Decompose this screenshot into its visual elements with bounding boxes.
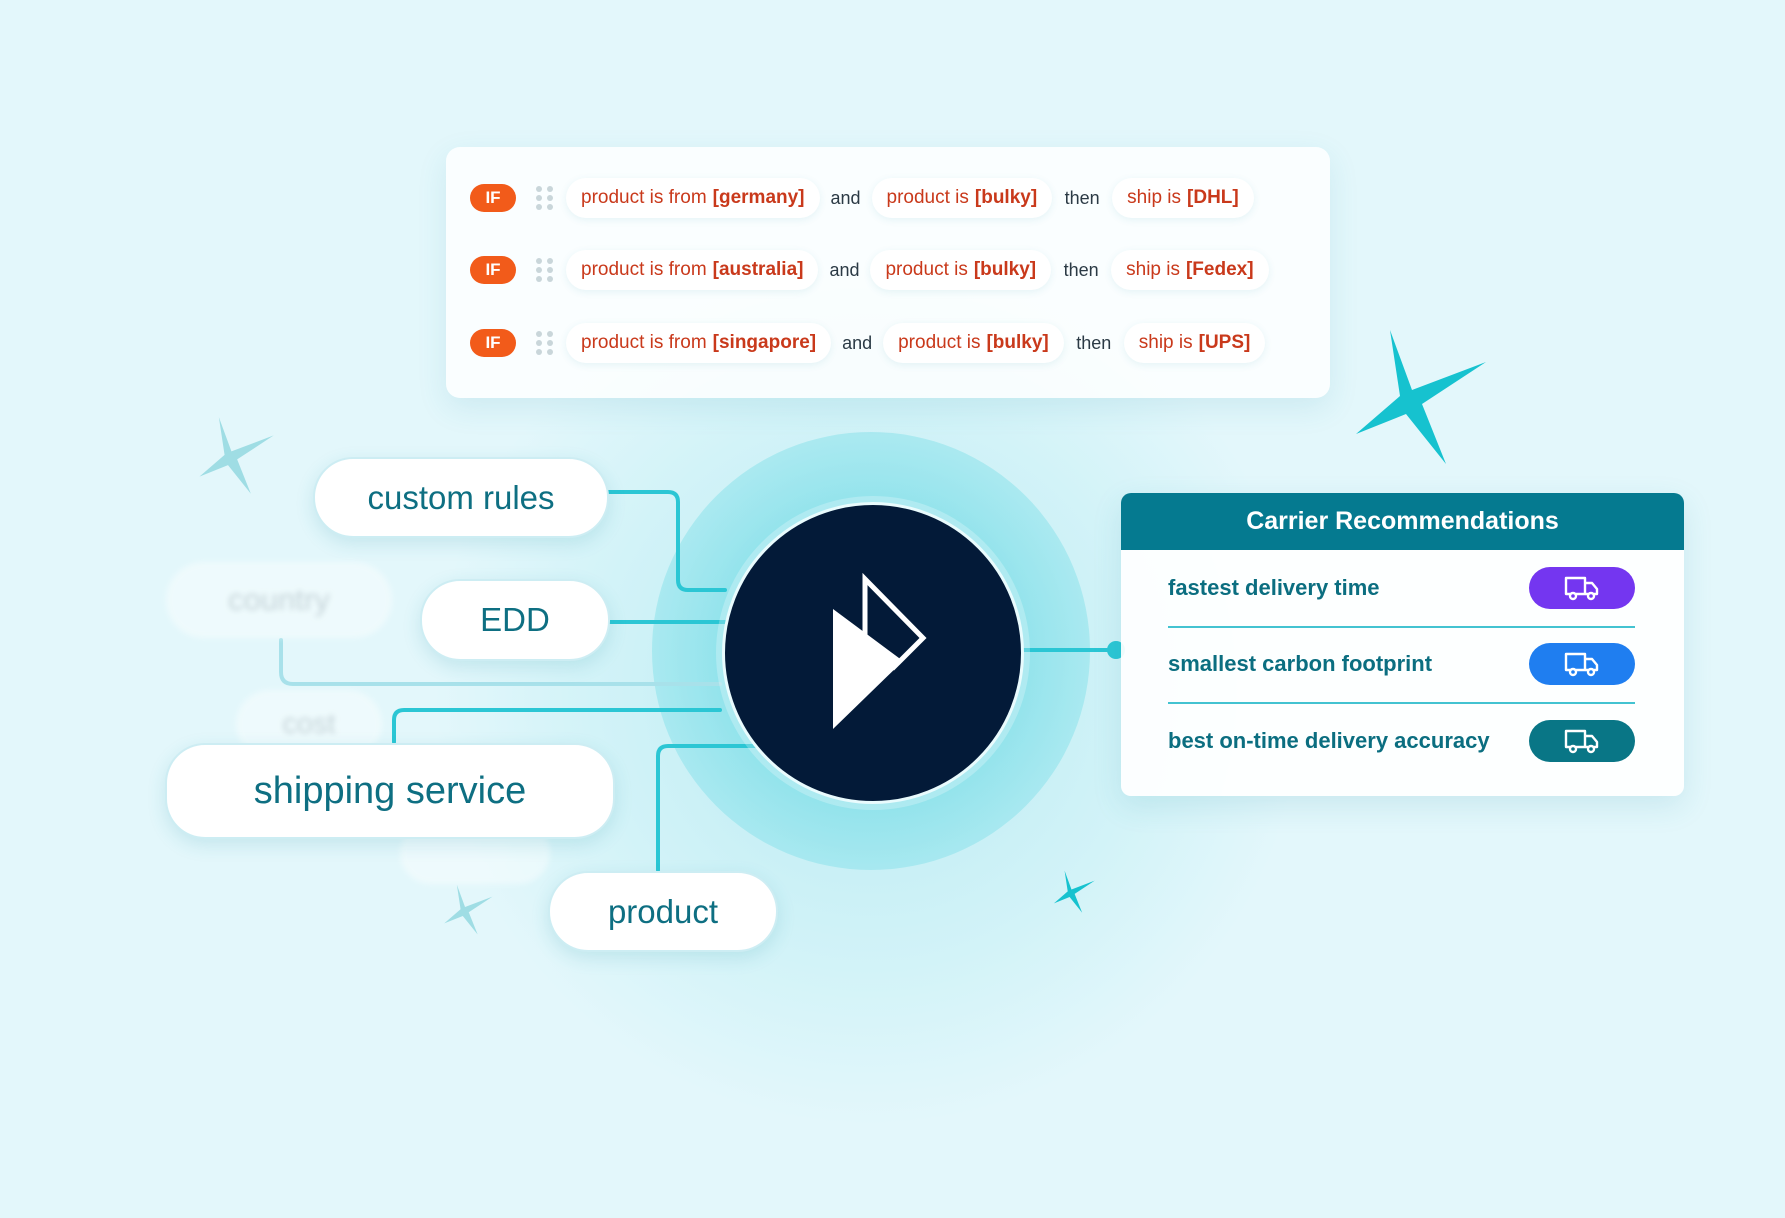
action-value: [DHL] — [1187, 187, 1239, 208]
if-badge: IF — [470, 184, 516, 212]
sparkle-icon — [444, 884, 493, 935]
rule-condition-1[interactable]: product is from[germany] — [566, 178, 820, 218]
engine-hub — [722, 502, 1024, 804]
condition-value: [australia] — [712, 259, 804, 280]
rule-condition-2[interactable]: product is[bulky] — [883, 323, 1064, 363]
line-shipping-service — [392, 708, 722, 744]
rule-condition-2[interactable]: product is[bulky] — [871, 178, 1053, 218]
rule-then: then — [1076, 332, 1112, 353]
node-shipping-service[interactable]: shipping service — [165, 743, 615, 839]
drag-handle-icon[interactable] — [536, 331, 554, 355]
rule-then: then — [1063, 259, 1099, 280]
if-badge: IF — [470, 256, 516, 284]
sparkle-icon — [1053, 870, 1095, 913]
card-title: Carrier Recommendations — [1121, 493, 1684, 550]
rule-condition-1[interactable]: product is from[singapore] — [566, 323, 832, 363]
drag-handle-icon[interactable] — [536, 186, 554, 210]
rule-then: then — [1064, 187, 1100, 208]
condition-value: [germany] — [712, 187, 805, 208]
node-product[interactable]: product — [548, 871, 778, 952]
condition-text: product is from — [581, 259, 707, 280]
condition-text: product is — [886, 187, 969, 208]
rule-condition-1[interactable]: product is from[australia] — [566, 250, 819, 290]
action-text: ship is — [1126, 259, 1180, 280]
line-custom-rules — [604, 490, 727, 592]
node-country: country — [166, 562, 392, 638]
connector-dot — [1107, 641, 1125, 659]
recommendation-row[interactable]: fastest delivery time — [1168, 550, 1635, 628]
truck-button[interactable] — [1529, 567, 1635, 609]
rule-action[interactable]: ship is[Fedex] — [1111, 250, 1269, 290]
recommendation-label: best on-time delivery accuracy — [1168, 728, 1490, 753]
recommendation-label: smallest carbon footprint — [1168, 651, 1433, 676]
node-custom-rules[interactable]: custom rules — [313, 457, 609, 538]
condition-text: product is from — [581, 187, 707, 208]
rule-row-1: IF product is from[germany] and product … — [470, 178, 1254, 218]
recommendation-row[interactable]: best on-time delivery accuracy — [1168, 703, 1635, 779]
if-badge: IF — [470, 329, 516, 357]
node-edd[interactable]: EDD — [420, 579, 610, 661]
action-text: ship is — [1127, 187, 1182, 208]
recommendation-label: fastest delivery time — [1168, 575, 1380, 600]
action-value: [Fedex] — [1185, 259, 1254, 280]
truck-button[interactable] — [1529, 720, 1635, 762]
drag-handle-icon[interactable] — [536, 258, 554, 282]
condition-value: [singapore] — [712, 332, 817, 353]
truck-icon — [1564, 652, 1599, 677]
truck-icon — [1564, 576, 1599, 601]
rules-panel: IF product is from[germany] and product … — [446, 147, 1330, 398]
condition-value: [bulky] — [973, 259, 1037, 280]
rule-row-3: IF product is from[singapore] and produc… — [470, 323, 1266, 363]
truck-icon — [1564, 729, 1599, 754]
condition-value: [bulky] — [986, 332, 1049, 353]
play-logo-icon — [833, 572, 927, 729]
condition-text: product is — [885, 259, 968, 280]
action-value: [UPS] — [1198, 332, 1251, 353]
carrier-recommendations-card: Carrier Recommendations fastest delivery… — [1121, 493, 1684, 796]
condition-value: [bulky] — [974, 187, 1038, 208]
rule-action[interactable]: ship is[DHL] — [1112, 178, 1254, 218]
rule-connector: and — [830, 187, 861, 208]
recommendation-row[interactable]: smallest carbon footprint — [1168, 626, 1635, 704]
action-text: ship is — [1138, 332, 1193, 353]
rule-connector: and — [842, 332, 873, 353]
sparkle-icon — [1356, 330, 1486, 464]
line-product — [656, 744, 762, 872]
line-country — [279, 638, 722, 686]
rule-connector: and — [829, 259, 860, 280]
sparkle-icon — [199, 417, 274, 494]
rule-row-2: IF product is from[australia] and produc… — [470, 250, 1269, 290]
rule-condition-2[interactable]: product is[bulky] — [870, 250, 1052, 290]
rule-action[interactable]: ship is[UPS] — [1123, 323, 1266, 363]
condition-text: product is from — [581, 332, 707, 353]
condition-text: product is — [898, 332, 981, 353]
truck-button[interactable] — [1529, 643, 1635, 685]
